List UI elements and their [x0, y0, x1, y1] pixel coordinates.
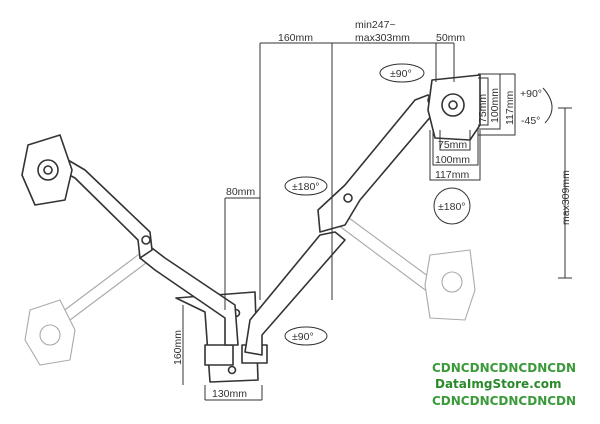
- watermark-line-2: DataImgStore.com: [435, 377, 562, 391]
- rotation-ellipse-arm: [284, 176, 328, 196]
- label-vesa-v-75: 75mm: [477, 94, 489, 123]
- rotation-ellipse-base: [284, 326, 328, 346]
- label-reach-max: max303mm: [355, 32, 410, 44]
- watermark-line-1: CDNCDNCDNCDNCDN: [432, 361, 576, 375]
- rotation-ellipse-head: [379, 63, 425, 83]
- label-tilt-down: -45°: [521, 115, 540, 127]
- left-arm: [21, 134, 239, 346]
- label-rotate: ±180°: [438, 201, 465, 213]
- right-arm: [244, 74, 481, 356]
- ghost-arm-right: [337, 214, 476, 321]
- label-arm-swivel: ±180°: [292, 181, 319, 193]
- label-pole-offset: 160mm: [278, 32, 313, 44]
- label-vesa-h-117: 117mm: [435, 169, 469, 181]
- label-vesa-offset: 50mm: [436, 32, 465, 44]
- label-vesa-h-100: 100mm: [435, 154, 470, 166]
- label-vesa-h-75: 75mm: [438, 139, 467, 151]
- rotation-circle: [433, 187, 471, 225]
- label-base-height: 160mm: [172, 330, 184, 365]
- label-base-swivel: ±90°: [292, 331, 314, 343]
- label-reach-min: min247~: [355, 19, 396, 31]
- label-head-swivel: ±90°: [390, 68, 412, 80]
- watermark-line-3: CDNCDNCDNCDNCDN: [432, 394, 576, 408]
- label-tilt-up: +90°: [520, 88, 542, 100]
- tilt-arc-icon: [542, 87, 553, 124]
- dimension-lines: [182, 42, 572, 401]
- ghost-arm-left: [24, 251, 151, 366]
- label-arm-height: 80mm: [226, 186, 255, 198]
- label-vesa-v-117: 117mm: [504, 91, 516, 125]
- label-vesa-v-100: 100mm: [489, 88, 501, 123]
- label-base-width: 130mm: [212, 388, 247, 400]
- label-height-max: max309mm: [560, 170, 572, 225]
